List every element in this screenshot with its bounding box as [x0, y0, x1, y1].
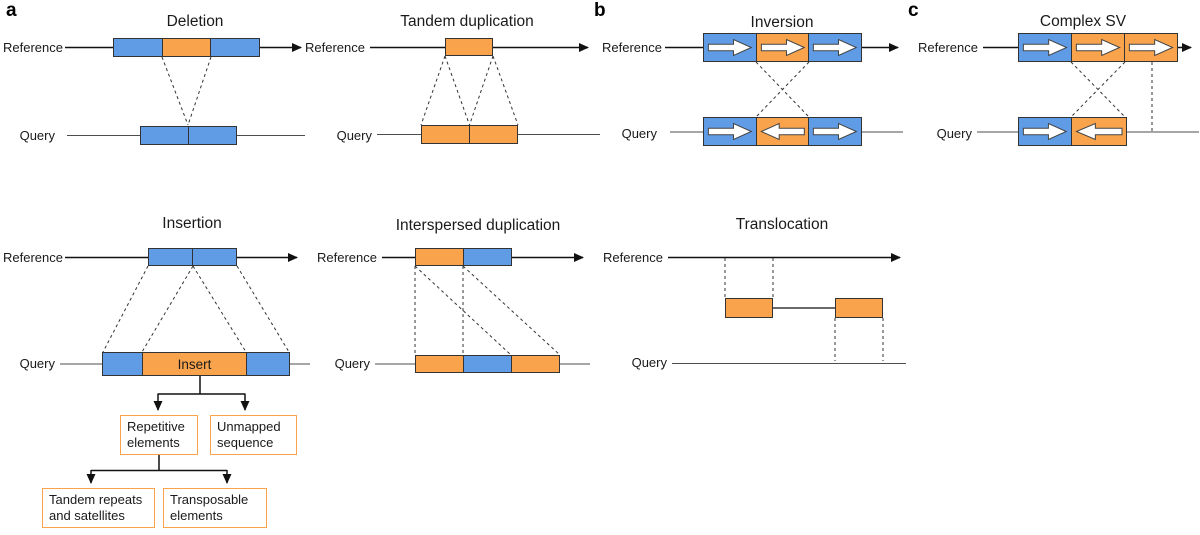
segment-blue: [210, 39, 260, 56]
segment-orange: [422, 126, 469, 143]
panel-letter-a: a: [6, 0, 17, 21]
tandem-dashed-connector: [469, 55, 494, 126]
segment-orange: [416, 356, 463, 372]
segment-orange: [416, 249, 463, 265]
left-arrow-icon: [760, 122, 806, 141]
deletion-query-segments: [140, 126, 237, 145]
left-arrow-icon: [1075, 122, 1123, 141]
segment-blue: [1019, 34, 1071, 61]
query-label: Query: [19, 356, 55, 371]
segment-orange: [161, 39, 211, 56]
segment-blue: [808, 118, 862, 145]
translocation-segment-right: [835, 298, 883, 318]
interspersed-duplication-title: Interspersed duplication: [395, 217, 561, 234]
query-label: Query: [631, 355, 667, 370]
tandem-reference-segment: [445, 38, 493, 56]
panel-letter-c: c: [908, 0, 919, 21]
segment-blue: [463, 356, 511, 372]
segment-orange: [755, 34, 809, 61]
translocation-title: Translocation: [735, 216, 829, 233]
tandem-duplication-title: Tandem duplication: [400, 13, 534, 30]
right-arrow-icon: [707, 122, 753, 141]
deletion-dashed-connector: [161, 56, 189, 126]
segment-orange-inverted: [755, 118, 809, 145]
insertion-reference-segments: [148, 248, 237, 266]
inversion-reference-segments: [703, 33, 862, 62]
segment-orange: [1124, 34, 1177, 61]
query-label: Query: [19, 128, 55, 143]
segment-orange: [726, 299, 772, 317]
segment-blue: [188, 127, 236, 144]
inversion-title: Inversion: [750, 14, 814, 31]
segment-blue: [704, 34, 756, 61]
segment-orange: [469, 126, 517, 143]
segment-blue: [704, 118, 756, 145]
insertion-dashed-connector: [236, 265, 290, 353]
deletion-title: Deletion: [166, 13, 224, 30]
insertion-dashed-connector: [102, 265, 149, 353]
insertion-dashed-connector: [192, 265, 247, 353]
translocation-segment-left: [725, 298, 773, 318]
reference-label: Reference: [3, 40, 63, 55]
right-arrow-icon: [760, 38, 806, 57]
segment-orange-inverted: [1070, 118, 1126, 145]
reference-label: Reference: [603, 250, 663, 265]
query-label: Query: [936, 126, 972, 141]
flow-box-repetitive-elements: Repetitive elements: [120, 415, 198, 455]
right-arrow-icon: [1128, 38, 1174, 57]
panel-letter-b: b: [594, 0, 606, 21]
interspersed-query-segments: [415, 355, 560, 373]
segment-blue: [103, 353, 143, 375]
segment-blue: [192, 249, 236, 265]
query-label: Query: [336, 128, 372, 143]
segment-orange: [1071, 34, 1124, 61]
reference-label: Reference: [918, 40, 978, 55]
segment-blue: [141, 127, 188, 144]
right-arrow-icon: [707, 38, 753, 57]
inversion-dashed-connector: [755, 61, 810, 118]
reference-label: Reference: [305, 40, 365, 55]
right-arrow-icon: [1022, 38, 1068, 57]
flow-box-tandem-repeats: Tandem repeats and satellites: [42, 488, 155, 528]
tandem-dashed-connector: [492, 55, 519, 126]
segment-blue: [463, 249, 511, 265]
insertion-dashed-connector: [141, 265, 194, 353]
right-arrow-icon: [812, 122, 858, 141]
query-label: Query: [621, 126, 657, 141]
right-arrow-icon: [812, 38, 858, 57]
flow-box-transposable-elements: Transposable elements: [163, 488, 267, 528]
inversion-query-segments: [703, 117, 862, 146]
deletion-dashed-connector: [187, 56, 212, 126]
insertion-title: Insertion: [162, 215, 222, 232]
segment-blue: [149, 249, 192, 265]
complex-dashed-connector: [1070, 61, 1126, 118]
reference-label: Reference: [602, 40, 662, 55]
interspersed-reference-segments: [415, 248, 512, 266]
tandem-dashed-connector: [420, 55, 446, 126]
complex-reference-segments: [1018, 33, 1178, 62]
segment-orange: [446, 39, 492, 55]
query-label: Query: [334, 356, 370, 371]
flow-box-unmapped-sequence: Unmapped sequence: [210, 415, 297, 455]
insertion-query-segments: Insert: [102, 352, 290, 376]
tandem-query-segments: [421, 125, 518, 144]
segment-blue: [245, 353, 289, 375]
insert-label: Insert: [177, 356, 212, 372]
interspersed-dashed-connector: [462, 265, 561, 356]
complex-sv-title: Complex SV: [1039, 13, 1127, 30]
complex-query-segments: [1018, 117, 1127, 146]
segment-blue: [808, 34, 862, 61]
segment-blue: [1019, 118, 1071, 145]
segment-orange: [836, 299, 882, 317]
right-arrow-icon: [1075, 38, 1121, 57]
reference-label: Reference: [3, 250, 63, 265]
insert-segment: Insert: [142, 353, 246, 375]
right-arrow-icon: [1022, 122, 1068, 141]
segment-blue: [114, 39, 162, 56]
tandem-dashed-connector: [444, 55, 470, 126]
reference-label: Reference: [317, 250, 377, 265]
deletion-reference-segments: [113, 38, 260, 57]
segment-orange: [511, 356, 559, 372]
interspersed-dashed-connector: [414, 265, 512, 356]
